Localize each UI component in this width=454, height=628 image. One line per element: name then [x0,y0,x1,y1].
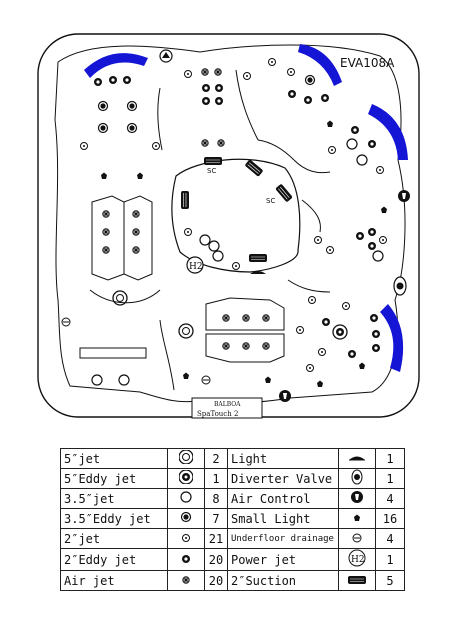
legend-right-qty: 4 [375,488,405,509]
five-inch-jet-icon [178,449,194,465]
center-footwell [171,158,301,273]
legend-left-qty: 2 [204,448,228,469]
legend-left-name: 2″jet [60,528,168,549]
legend-right-qty: 1 [375,448,405,469]
headrest-left-top [84,53,148,78]
suction-1 [203,156,223,166]
legend-right-qty: 5 [375,570,405,591]
legend-row: 3.5″jet 8 Air Control 4 [60,488,405,509]
air-jet-icon [182,575,190,584]
legend-right-qty: 16 [375,508,405,529]
legend-left-name: 2″Eddy jet [60,548,168,571]
power-jet-badge: H2 [351,555,365,565]
diverter-valve-icon [351,469,363,485]
drain-left [61,317,71,327]
legend-row: 5″Eddy jet 1 Diverter Valve 1 [60,468,405,489]
headrest-right-middle [368,104,408,160]
legend-row: 2″jet 21 Underfloor drainage 4 [60,528,405,549]
three-five-inch-eddy-jet-icon [180,511,192,523]
legend-right-name: Power jet [227,548,339,571]
diverter-valve-icon [393,276,407,296]
control-panel-model: SpaTouch 2 [197,410,238,418]
display-panel [79,347,147,359]
spa-layout-diagram: EVA108A SC SC [37,33,420,419]
control-panel-brand: BALBOA [214,401,241,408]
power-jet-icon: H2 [348,549,366,567]
five-inch-jet-bottom [178,323,194,339]
legend-left-qty: 20 [204,570,228,591]
legend-row: 2″Eddy jet 20 Power jet H2 1 [60,548,405,571]
legend-left-qty: 1 [204,468,228,489]
legend-right-qty: 1 [375,468,405,489]
control-panel [191,397,263,419]
legend-right-name: Air Control [227,488,339,509]
underfloor-drainage-icon [352,533,362,542]
legend-right-name: Small Light [227,508,339,529]
headrest-right-top [298,44,342,86]
legend-left-name: 3.5″jet [60,488,168,509]
left-lounger [91,172,153,281]
legend-row: 5″jet 2 Light 1 [60,448,405,469]
legend-right-qty: 1 [375,548,405,571]
drain-bottom [201,375,211,385]
legend-right-name: Light [227,448,339,469]
two-inch-jet-icon [182,533,190,542]
headrest-right-bottom [380,304,404,372]
power-jet-icon: H2 [186,256,204,274]
legend-row: Air jet 20 2″Suction 5 [60,570,405,591]
legend-table: 5″jet 2 Light 1 5″Eddy jet 1 Diverter Va… [60,448,405,591]
suction-icon [347,575,367,584]
suction-5 [248,253,268,263]
h2-badge: H2 [189,262,203,272]
legend-row: 3.5″Eddy jet 7 Small Light 16 [60,508,405,529]
legend-left-name: 5″jet [60,448,168,469]
light-icon [159,49,173,63]
small-light-icon [354,514,360,521]
five-inch-eddy-jet-icon [178,469,194,485]
air-control-icon [351,491,363,503]
three-five-inch-jet-icon [180,491,192,503]
air-control-right [398,190,410,202]
legend-right-name: Underfloor drainage [227,528,339,549]
legend-left-qty: 20 [204,548,228,571]
two-inch-eddy-jet-icon [182,554,190,563]
sc-label-2: SC [266,197,275,205]
legend-right-name: Diverter Valve [227,468,339,489]
legend-right-qty: 4 [375,528,405,549]
suction-4 [180,190,190,210]
legend-left-qty: 7 [204,508,228,529]
legend-left-qty: 8 [204,488,228,509]
legend-left-qty: 21 [204,528,228,549]
light-icon [349,456,365,460]
diverter-indicator [250,271,266,274]
model-label: EVA108A [340,56,395,70]
contour-lines [89,69,331,391]
legend-left-name: 3.5″Eddy jet [60,508,168,529]
sc-label-1: SC [207,167,216,175]
legend-left-name: 5″Eddy jet [60,468,168,489]
bottom-center-lounger [205,297,285,363]
legend-left-name: Air jet [60,570,168,591]
air-control-bottom [279,390,291,402]
legend-right-name: 2″Suction [227,570,339,591]
